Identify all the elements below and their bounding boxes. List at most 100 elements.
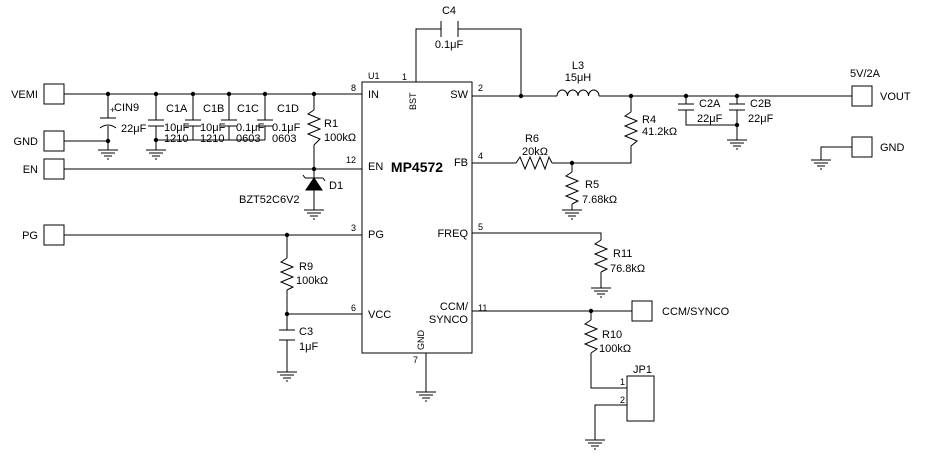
capacitor-cin9: CIN9 22μF + [99, 102, 147, 135]
r4-value: 41.2kΩ [642, 126, 677, 138]
ic-ref: U1 [368, 71, 380, 81]
junction [190, 91, 196, 97]
ground-icon [304, 209, 324, 220]
c1c-package: 0603 [236, 133, 260, 145]
port-vout-label: VOUT [880, 91, 911, 103]
jp1-pin2: 2 [620, 395, 625, 405]
pin-num-pg: 3 [351, 223, 356, 233]
r5-zigzag [564, 171, 580, 205]
pin-name-pg: PG [368, 229, 384, 241]
port-en-label: EN [23, 164, 38, 176]
ground-icon [416, 391, 436, 402]
c1a-plates [148, 119, 164, 127]
wire-c2 [685, 96, 738, 140]
jp1-ref: JP1 [633, 364, 652, 376]
pin-num-sw: 2 [478, 83, 483, 93]
pin-num-freq: 5 [478, 222, 483, 232]
r9-ref: R9 [299, 261, 313, 273]
c1b-ref: C1B [203, 103, 224, 115]
junction [628, 93, 634, 99]
resistor-r9: R9 100kΩ [279, 257, 328, 291]
r1-zigzag [306, 109, 322, 146]
resistor-r1: R1 100kΩ [306, 109, 356, 146]
c2b-ref: C2B [750, 98, 771, 110]
port-gnd-left-label: GND [14, 136, 39, 148]
c2b-value: 22μF [748, 113, 774, 125]
c2a-ref: C2A [699, 98, 721, 110]
r4-zigzag [623, 111, 639, 147]
r1-ref: R1 [324, 118, 338, 130]
r4-ref: R4 [642, 114, 656, 126]
l3-value: 15μH [565, 72, 592, 84]
r6-zigzag [515, 155, 553, 171]
c1b-value: 10μF [200, 122, 226, 134]
resistor-r6: R6 20kΩ [515, 133, 553, 171]
ports: VEMI GND EN PG VOUT 5V/2A GND CCM/SYNCO [11, 68, 911, 322]
c2a-plates [678, 103, 694, 111]
port-pg-pad [43, 224, 65, 246]
jp1-pin1: 1 [620, 377, 625, 387]
junction [518, 93, 524, 99]
junction [683, 93, 689, 99]
r9-value: 100kΩ [296, 275, 328, 287]
ic-part-number: MP4572 [391, 159, 443, 175]
resistor-r11: R11 76.8kΩ [593, 239, 645, 275]
c3-ref: C3 [299, 326, 313, 338]
pin-name-fb: FB [454, 157, 468, 169]
r5-value: 7.68kΩ [582, 194, 617, 206]
capacitor-c3: C3 1μF [279, 326, 318, 353]
capacitor-c1d: C1D 0.1μF 0603 [257, 103, 301, 145]
junction [311, 166, 317, 172]
cin9-value: 22μF [121, 123, 147, 135]
c1d-ref: C1D [277, 103, 299, 115]
capacitor-c1c: C1C 0.1μF 0603 [221, 103, 265, 145]
port-vemi-pad [43, 83, 65, 105]
ground-icon [811, 159, 831, 170]
junctions [105, 91, 740, 317]
wire-fb [472, 162, 573, 172]
junction [226, 91, 232, 97]
junction [311, 91, 317, 97]
junction [734, 122, 740, 128]
cin9-plus: + [110, 105, 115, 115]
capacitor-c2b: C2B 22μF [729, 98, 774, 125]
port-pg-label: PG [22, 230, 38, 242]
pin-num-en: 12 [346, 155, 356, 165]
r11-zigzag [593, 239, 609, 273]
pin-name-gnd: GND [416, 330, 426, 351]
c1d-plates [257, 119, 273, 127]
c4-plates [440, 21, 459, 37]
port-ccm-synco-label: CCM/SYNCO [662, 306, 730, 318]
pin-num-bst: 1 [402, 72, 407, 82]
junction [153, 137, 159, 143]
ground-icon [146, 149, 166, 160]
c1d-package: 0603 [272, 133, 296, 145]
wire-freq [472, 232, 602, 288]
ic-body [361, 81, 473, 354]
port-en-pad [43, 158, 65, 180]
c1c-plates [221, 119, 237, 127]
r6-value: 20kΩ [522, 146, 548, 158]
wire-bst-c4 [415, 28, 522, 96]
pin-num-gnd: 7 [413, 355, 418, 365]
pin-name-freq: FREQ [437, 228, 468, 240]
pin-name-en: EN [368, 161, 383, 173]
ic-u1: U1 MP4572 IN 8 EN 12 PG 3 VCC 6 SW 2 FB … [346, 71, 487, 365]
junction [262, 91, 268, 97]
junction [105, 91, 111, 97]
r10-zigzag [583, 319, 599, 354]
cin9-plate-bottom [99, 124, 117, 129]
r11-value: 76.8kΩ [610, 263, 645, 275]
d1-triangle [305, 177, 323, 191]
c1b-package: 1210 [200, 133, 224, 145]
c1b-plates [185, 119, 201, 127]
c4-value: 0.1μF [435, 39, 464, 51]
jumper-jp1: JP1 1 2 [620, 364, 655, 422]
zener-d1: D1 BZT52C6V2 [239, 174, 343, 206]
c1c-ref: C1C [237, 103, 259, 115]
ground-icon [727, 139, 747, 150]
c1a-value: 10μF [164, 122, 190, 134]
pin-num-fb: 4 [478, 151, 483, 161]
pin-num-ccm: 11 [478, 303, 487, 313]
